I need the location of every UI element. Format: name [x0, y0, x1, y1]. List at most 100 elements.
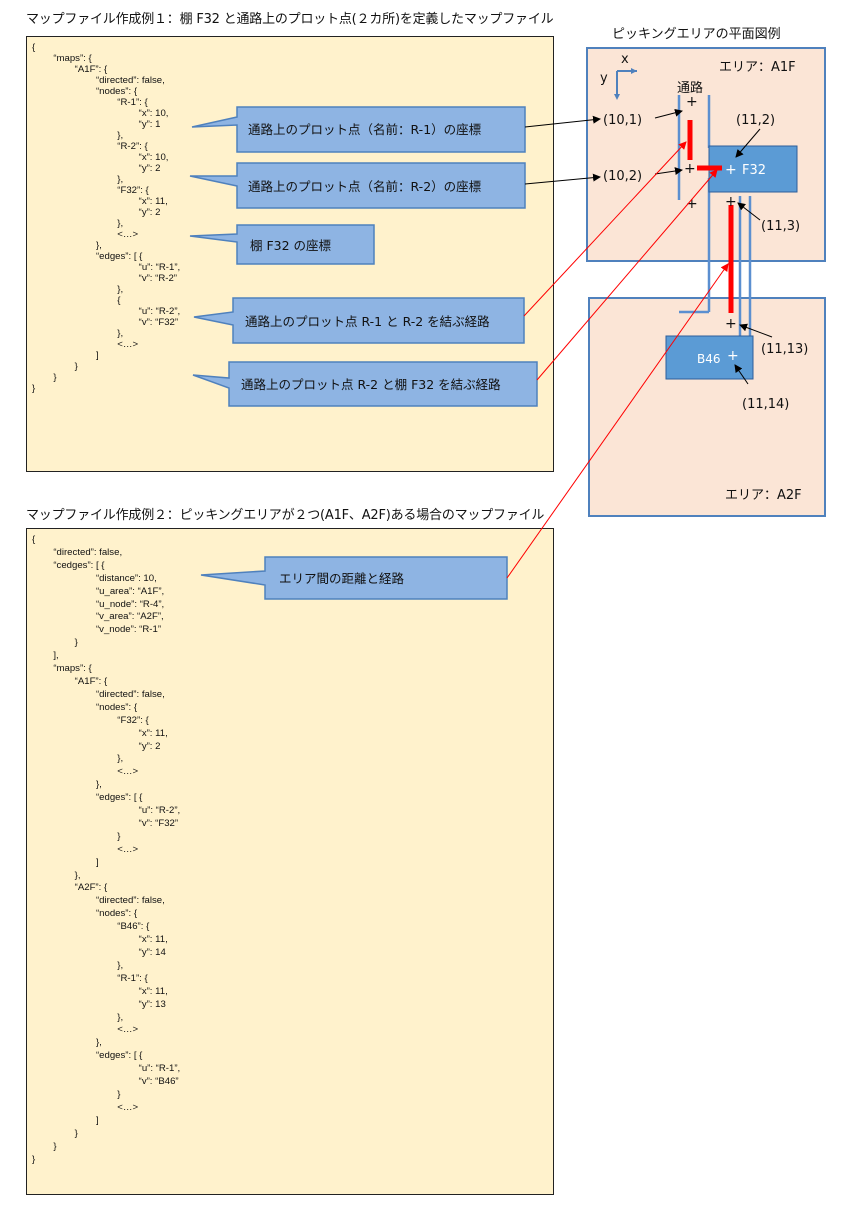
area-a2f-label: エリア：A2F — [725, 488, 802, 503]
example1-code-line: <…> — [32, 229, 139, 240]
callout-r2: 通路上のプロット点（名前：R-2）の座標 — [189, 162, 526, 209]
example1-code-line: “u”: “R-1”, — [32, 262, 181, 273]
point-r2: + — [684, 161, 696, 177]
example2-code-line: }, — [32, 1037, 102, 1049]
example2-code-line: }, — [32, 959, 124, 971]
point-11-3: + — [725, 194, 737, 210]
example2-code-line: “B46”: { — [32, 921, 150, 933]
point-f32: + — [725, 162, 737, 178]
example2-code-line: “v”: “F32” — [32, 817, 179, 829]
example2-code-line: “x”: 11, — [32, 934, 168, 946]
example1-code-line: }, — [32, 284, 124, 295]
example1-code-line: } — [32, 372, 57, 383]
example1-code-line: “x”: 10, — [32, 152, 169, 163]
area-a1f-label: エリア：A1F — [719, 60, 796, 75]
example2-code-line: “y”: 2 — [32, 740, 161, 752]
example2-code-line: }, — [32, 779, 102, 791]
example1-code-line: “v”: “R-2” — [32, 273, 177, 284]
callout-r1: 通路上のプロット点（名前：R-1）の座標 — [191, 106, 526, 153]
example2-code-line: “R-1”: { — [32, 972, 148, 984]
example1-code-line: “y”: 2 — [32, 207, 161, 218]
y-axis-label: y — [600, 71, 608, 86]
example1-code-line: }, — [32, 240, 102, 251]
example2-code-line: } — [32, 1088, 121, 1100]
example2-code-line: “v_node”: “R-1” — [32, 624, 162, 636]
callout-edge-r1-r2: 通路上のプロット点 R-1 と R-2 を結ぶ経路 — [193, 297, 525, 344]
example2-code-line: } — [32, 637, 78, 649]
example2-code-line: }, — [32, 869, 81, 881]
aisle-label: 通路 — [677, 80, 703, 96]
example2-code-line: “cedges”: [ { — [32, 559, 105, 571]
shelf-f32 — [708, 145, 798, 193]
example2-code-box: { “directed”: false, “cedges”: [ { “dist… — [26, 528, 554, 1195]
example2-code-line: <…> — [32, 766, 139, 778]
example2-code-line: “directed”: false, — [32, 688, 165, 700]
example2-code-line: “v”: “B46” — [32, 1076, 179, 1088]
example1-code-line: } — [32, 361, 78, 372]
example2-code-line: “y”: 14 — [32, 947, 166, 958]
example2-code-line: ] — [32, 856, 99, 868]
example2-code-line: ], — [32, 650, 59, 662]
example2-code-line: }, — [32, 753, 124, 765]
coord-11-3: (11,3) — [761, 219, 800, 234]
example2-code-line: <…> — [32, 1101, 139, 1113]
example1-code-line: “maps”: { — [32, 53, 92, 64]
y-axis-arrowhead — [614, 94, 620, 100]
route-connectors — [506, 141, 729, 579]
example1-code-line: “edges”: [ { — [32, 251, 143, 262]
coordinate-labels: (10,1) (10,2) (11,2) (11,3) (11,13) (11,… — [603, 113, 808, 412]
example2-code-line: “x”: 11, — [32, 985, 168, 997]
example1-code-line: “F32”: { — [32, 185, 149, 196]
example2-code-line: “edges”: [ { — [32, 1050, 143, 1062]
area-a2f — [588, 297, 826, 517]
plan-title: ピッキングエリアの平面図例 — [612, 27, 781, 42]
example1-code-line: { — [32, 295, 121, 306]
example1-code-line: }, — [32, 130, 124, 141]
callout-edge-r2-f32: 通路上のプロット点 R-2 と棚 F32 を結ぶ経路 — [192, 361, 538, 407]
example2-code-line: “u_node”: “R-4”, — [32, 598, 165, 610]
shelf-f32-label: F32 — [742, 163, 766, 178]
point-a1f-aisle: + — [686, 196, 698, 212]
shelf-b46-label: B46 — [697, 352, 721, 366]
example1-code-line: “x”: 11, — [32, 196, 168, 207]
example2-code-line: “maps”: { — [32, 663, 92, 675]
example2-code-line: { — [32, 534, 36, 545]
callout-r1-text: 通路上のプロット点（名前：R-1）の座標 — [248, 122, 482, 137]
callout-cedges-text: エリア間の距離と経路 — [279, 571, 405, 586]
callout-edge-r2-f32-text: 通路上のプロット点 R-2 と棚 F32 を結ぶ経路 — [241, 377, 501, 392]
example2-title: マップファイル作成例２：ピッキングエリアが２つ(A1F、A2F)ある場合のマップ… — [26, 508, 545, 523]
example2-code-line: “u”: “R-2”, — [32, 805, 181, 817]
example1-code-line: }, — [32, 218, 124, 229]
plan-pointers — [654, 108, 773, 385]
example2-code-line: <…> — [32, 1024, 139, 1036]
point-11-13: + — [725, 316, 737, 332]
coord-10-2: (10,2) — [603, 169, 642, 184]
coord-10-1: (10,1) — [603, 113, 642, 128]
example1-code-line: <…> — [32, 339, 139, 350]
callout-cedges: エリア間の距離と経路 — [200, 556, 508, 600]
callout-edge-r1-r2-text: 通路上のプロット点 R-1 と R-2 を結ぶ経路 — [245, 314, 490, 329]
example1-code-line: “R-1”: { — [32, 97, 148, 108]
example2-code-line: “nodes”: { — [32, 701, 138, 713]
example2-code-line: “A2F”: { — [32, 882, 108, 894]
example2-code-line: “distance”: 10, — [32, 572, 157, 584]
example2-code-line: “nodes”: { — [32, 908, 138, 920]
x-axis-arrowhead — [631, 68, 637, 74]
routes — [687, 120, 734, 313]
example1-code-line: { — [32, 42, 36, 53]
example2-code-line: “directed”: false, — [32, 546, 123, 558]
example2-code-line: “directed”: false, — [32, 895, 165, 907]
example1-code-line: “v”: “F32” — [32, 317, 179, 328]
example1-code-line: }, — [32, 174, 124, 185]
example1-code-line: ] — [32, 350, 99, 361]
example2-code-line: “v_area”: “A2F”, — [32, 611, 164, 623]
example1-title: マップファイル作成例１：棚 F32 と通路上のプロット点(２カ所)を定義したマッ… — [26, 12, 554, 27]
example2-code-line: “u”: “R-1”, — [32, 1063, 181, 1075]
example1-code-line: } — [32, 383, 36, 394]
callout-f32: 棚 F32 の座標 — [189, 224, 375, 265]
callout-r2-text: 通路上のプロット点（名前：R-2）の座標 — [248, 179, 482, 194]
example2-code-line: “edges”: [ { — [32, 792, 143, 804]
example1-code-line: }, — [32, 328, 124, 339]
point-b46: + — [727, 348, 739, 364]
